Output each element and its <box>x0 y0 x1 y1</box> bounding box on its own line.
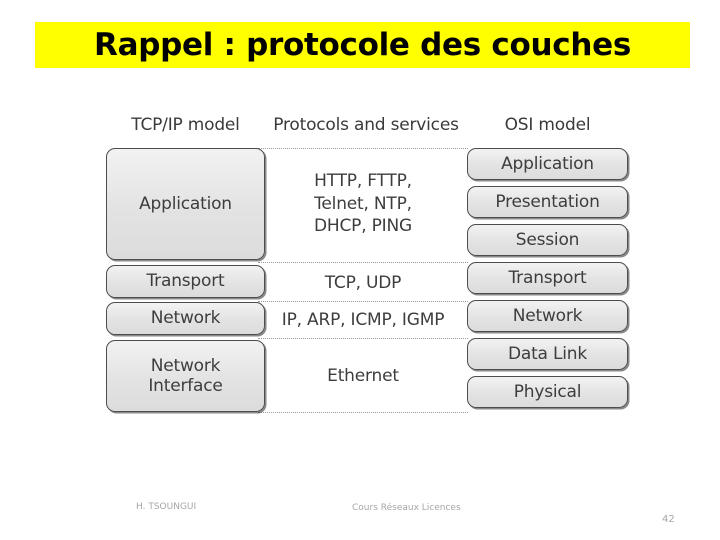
dotted-rule-bottom <box>258 412 468 413</box>
footer-author: H. TSOUNGUI <box>136 502 197 512</box>
tcpip-layer-application-label: Application <box>139 193 232 214</box>
osi-layer-datalink[interactable]: Data Link <box>467 338 628 370</box>
osi-layer-datalink-label: Data Link <box>507 343 587 364</box>
tcpip-layer-network-interface[interactable]: Network Interface <box>106 340 265 412</box>
dotted-rule-top <box>258 148 468 149</box>
page-title: Rappel : protocole des couches <box>94 27 631 63</box>
layer-model-diagram: TCP/IP model Protocols and services OSI … <box>0 104 720 424</box>
osi-layer-session-label: Session <box>515 229 580 250</box>
protocol-cell-network: IP, ARP, ICMP, IGMP <box>258 304 468 336</box>
tcpip-layer-network[interactable]: Network <box>106 302 265 335</box>
osi-layer-network[interactable]: Network <box>467 300 628 332</box>
osi-layer-physical-label: Physical <box>513 381 582 402</box>
column-header-protocols: Protocols and services <box>273 115 459 135</box>
column-header-osi: OSI model <box>504 115 591 135</box>
osi-layer-presentation[interactable]: Presentation <box>467 186 628 218</box>
tcpip-layer-network-label: Network <box>150 308 221 329</box>
dotted-rule-transport-network <box>258 301 468 302</box>
tcpip-layer-application[interactable]: Application <box>106 148 265 260</box>
tcpip-layer-network-interface-label: Network Interface <box>148 355 223 396</box>
tcpip-layer-transport[interactable]: Transport <box>106 265 265 298</box>
tcpip-layer-transport-label: Transport <box>146 271 225 292</box>
osi-layer-transport[interactable]: Transport <box>467 262 628 294</box>
slide-title-banner: Rappel : protocole des couches <box>35 22 690 68</box>
protocol-cell-network-label: IP, ARP, ICMP, IGMP <box>281 309 445 330</box>
protocol-cell-link: Ethernet <box>258 340 468 412</box>
osi-layer-transport-label: Transport <box>508 267 587 288</box>
slide-footer: H. TSOUNGUI Cours Réseaux Licences 42 <box>0 496 720 532</box>
footer-course-title: Cours Réseaux Licences <box>352 503 461 513</box>
dotted-rule-network-link <box>258 338 468 339</box>
dotted-rule-application-transport <box>258 262 468 263</box>
protocol-cell-link-label: Ethernet <box>327 365 399 386</box>
osi-layer-session[interactable]: Session <box>467 224 628 256</box>
osi-layer-network-label: Network <box>512 305 583 326</box>
protocol-cell-transport: TCP, UDP <box>258 265 468 301</box>
protocol-cell-application-label: HTTP, FTTP, Telnet, NTP, DHCP, PING <box>314 171 412 237</box>
protocol-cell-application: HTTP, FTTP, Telnet, NTP, DHCP, PING <box>258 148 468 260</box>
osi-layer-physical[interactable]: Physical <box>467 376 628 408</box>
protocol-cell-transport-label: TCP, UDP <box>324 272 402 293</box>
osi-layer-presentation-label: Presentation <box>495 191 600 212</box>
osi-layer-application-label: Application <box>501 153 594 174</box>
footer-page-number: 42 <box>662 514 675 525</box>
osi-layer-application[interactable]: Application <box>467 148 628 180</box>
column-header-tcpip: TCP/IP model <box>131 115 240 135</box>
